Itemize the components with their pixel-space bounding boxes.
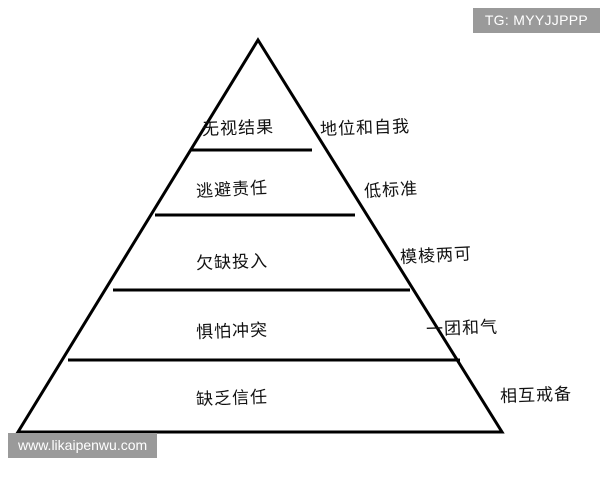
pyramid-level-1-side-label: 地位和自我: [319, 116, 411, 140]
watermark: www.likaipenwu.com: [8, 433, 158, 458]
tg-badge: TG: MYYJJPPP: [472, 8, 600, 33]
pyramid-level-4-label: 惧怕冲突: [195, 320, 269, 343]
pyramid-level-4-side-label: 一团和气: [425, 317, 499, 340]
pyramid-outline: [15, 37, 505, 434]
pyramid-level-3-label: 欠缺投入: [195, 251, 269, 274]
pyramid-level-2-side-label: 低标准: [363, 179, 419, 202]
pyramid-level-5-side-label: 相互戒备: [499, 384, 573, 407]
pyramid-level-5-label: 缺乏信任: [195, 387, 269, 410]
pyramid-level-1-label: 无视结果: [201, 117, 275, 140]
pyramid-level-3-side-label: 模棱两可: [399, 244, 473, 268]
pyramid-level-2-label: 逃避责任: [195, 178, 269, 202]
